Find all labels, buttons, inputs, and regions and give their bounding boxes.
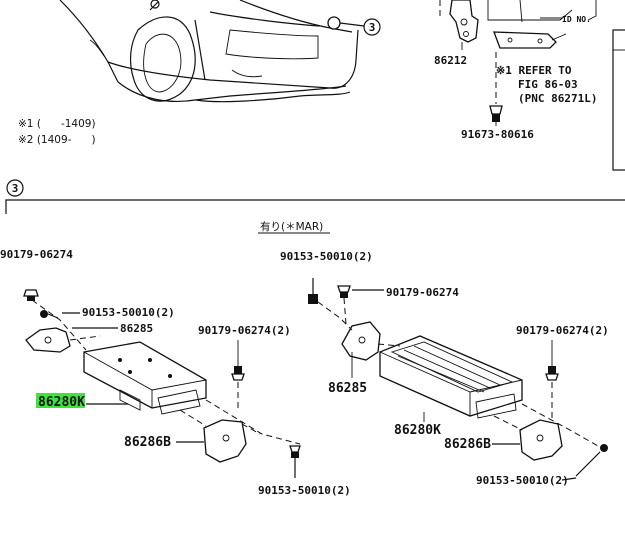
part-91673-80616: 91673-80616 <box>461 128 534 141</box>
bracket-86286b <box>519 419 563 461</box>
module-86280k <box>379 335 523 419</box>
right-part-90153-50010: 90153-50010(2) <box>280 250 373 263</box>
bolt-icon <box>545 366 559 381</box>
option-label: 有り(＊MAR) <box>260 220 323 233</box>
bracket-86285 <box>341 321 381 361</box>
top-right-parts <box>439 0 625 171</box>
screw-icon <box>308 278 318 304</box>
refer-note-line-2: FIG 86-03 <box>518 78 578 91</box>
left-part-86280k-highlighted: 86280K <box>38 395 85 410</box>
callout-number: 3 <box>369 21 376 34</box>
footnote-1: ※1 ( -1409) <box>18 118 96 130</box>
left-part-86286b: 86286B <box>124 435 171 450</box>
bolt-icon <box>337 285 351 298</box>
callout-circle-section: 3 <box>6 179 24 197</box>
location-marker-dot <box>327 16 341 30</box>
left-group <box>23 289 301 478</box>
right-part-90179-06274-2: 90179-06274(2) <box>516 324 609 337</box>
section-number: 3 <box>12 182 19 195</box>
right-part-86280k: 86280K <box>394 423 441 438</box>
right-part-90179-06274: 90179-06274 <box>386 286 459 299</box>
callout-circle-top: 3 <box>363 18 381 36</box>
left-part-90153-50010: 90153-50010(2) <box>82 306 175 319</box>
left-part-86285: 86285 <box>120 322 153 335</box>
refer-note-line-3: (PNC 86271L) <box>518 92 597 105</box>
screw-icon <box>289 445 301 478</box>
right-part-90153-50010-bottom: 90153-50010(2) <box>476 474 569 487</box>
right-part-86286b: 86286B <box>444 437 491 452</box>
left-part-90179-06274: 90179-06274 <box>0 248 73 261</box>
highlight-86280k <box>36 393 85 408</box>
module-86280k <box>83 341 207 415</box>
bolt-icon <box>231 366 245 381</box>
screw-icon <box>575 444 608 477</box>
part-86212: 86212 <box>434 54 467 67</box>
bolt-icon <box>23 289 39 301</box>
screw-icon <box>40 310 59 319</box>
right-part-86285: 86285 <box>328 381 367 396</box>
id-no-label: ID NO. <box>562 15 591 24</box>
refer-note-line-1: ※1 REFER TO <box>496 64 572 77</box>
left-part-90179-06274-2: 90179-06274(2) <box>198 324 291 337</box>
left-part-90153-50010-bottom: 90153-50010(2) <box>258 484 351 497</box>
car-rear-illustration <box>59 0 359 103</box>
right-group <box>308 278 608 477</box>
footnote-2: ※2 (1409- ) <box>18 134 96 146</box>
bracket-86285 <box>25 327 71 353</box>
section-frame <box>5 199 625 214</box>
